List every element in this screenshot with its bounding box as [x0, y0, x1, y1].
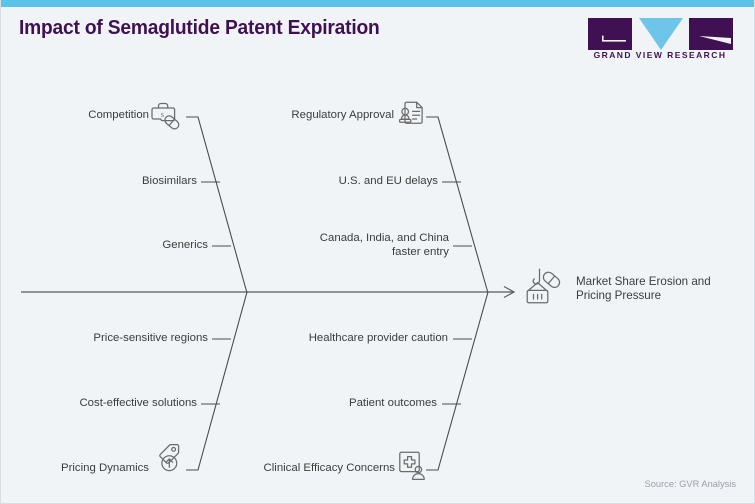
medical-bag-pill-icon: s — [151, 102, 180, 130]
cause-label-us-eu-delays: U.S. and EU delays — [338, 175, 438, 187]
cause-label-cost-effective-solutions: Cost-effective solutions — [79, 397, 197, 409]
cause-label-patient-outcomes: Patient outcomes — [348, 397, 437, 409]
category-label-competition: Competition — [88, 109, 149, 121]
medical-record-person-icon — [399, 451, 425, 481]
top-accent-bar — [1, 0, 754, 7]
branch-pricing-dynamics — [186, 291, 248, 471]
effect-label: Market Share Erosion and Pricing Pressur… — [576, 275, 711, 302]
source-note: Source: GVR Analysis — [644, 479, 736, 489]
gvr-logo-icon — [588, 18, 733, 50]
brand-wordmark: GRAND VIEW RESEARCH — [593, 50, 727, 60]
category-label-regulatory-approval: Regulatory Approval — [291, 109, 394, 121]
branch-competition — [186, 116, 248, 294]
category-label-pricing-dynamics: Pricing Dynamics — [61, 462, 149, 474]
cause-label-price-sensitive-regions: Price-sensitive regions — [93, 332, 208, 344]
branch-regulatory-approval — [426, 116, 489, 294]
cause-label-generics: Generics — [162, 239, 208, 251]
falling-basket-pill-icon — [526, 268, 561, 304]
price-tag-up-arrow-icon — [159, 443, 180, 472]
category-label-clinical-efficacy-concerns: Clinical Efficacy Concerns — [263, 462, 395, 474]
cause-label-biosimilars: Biosimilars — [141, 175, 197, 187]
cause-label-healthcare-provider-caution: Healthcare provider caution — [308, 332, 448, 344]
spine — [21, 285, 516, 299]
document-stamp-icon — [398, 101, 423, 124]
svg-text:s: s — [161, 110, 164, 119]
cause-label-canada-india-china: Canada, India, and China faster entry — [319, 232, 449, 258]
branch-clinical-efficacy-concerns — [426, 291, 489, 471]
page-title: Impact of Semaglutide Patent Expiration — [19, 17, 380, 39]
